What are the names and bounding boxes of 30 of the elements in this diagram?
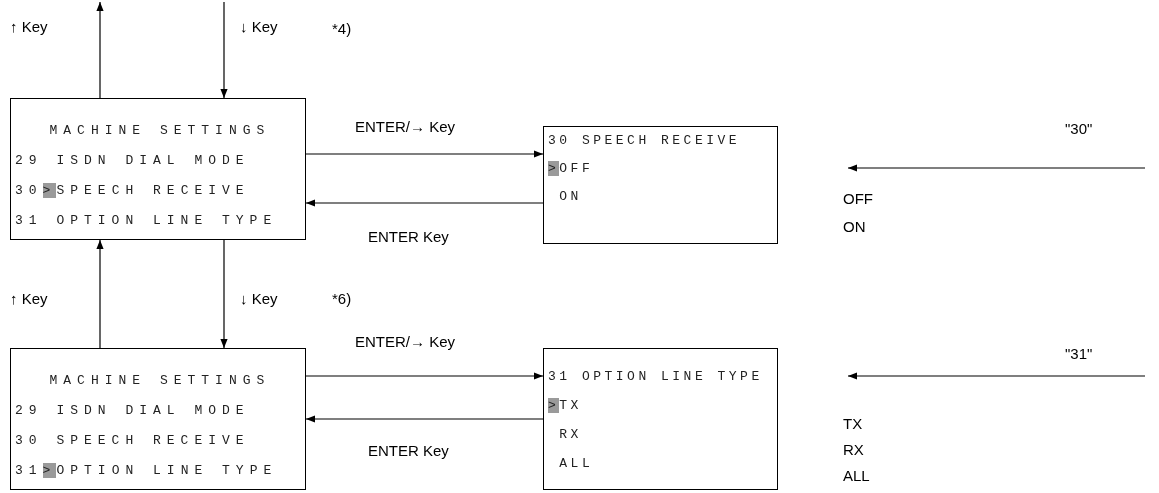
screen-text: 31 OPTION LINE TYPE [15, 213, 278, 228]
screen-text: RX [559, 427, 582, 442]
screen-text: 30>SPEECH RECEIVE [15, 183, 250, 198]
arrow [220, 239, 228, 349]
screen-text: 30 SPEECH RECEIVE [548, 133, 741, 148]
arrow [305, 150, 544, 158]
screen-text: 31 OPTION LINE TYPE [548, 369, 763, 384]
screen-text: 29 ISDN DIAL MODE [15, 153, 250, 168]
screen-text: 29 ISDN DIAL MODE [15, 403, 250, 418]
note-text: *4) [332, 20, 352, 38]
arrow [96, 239, 104, 349]
lcd-screen [10, 98, 306, 240]
arrow [305, 199, 544, 207]
lcd-screen [10, 348, 306, 490]
lcd-screen [543, 126, 778, 244]
screen-text: 30 SPEECH RECEIVE [15, 433, 250, 448]
arrow [96, 1, 104, 99]
edge-label: ENTER/→ Key [355, 118, 456, 136]
arrow [220, 1, 228, 99]
screen-text: ALL [559, 456, 594, 471]
screen-text: ON [559, 189, 582, 204]
screen-text: >OFF [548, 161, 594, 176]
arrow [305, 372, 544, 380]
note-text: *6) [332, 290, 352, 308]
screen-text: MACHINE SETTINGS [49, 123, 271, 138]
edge-label: ENTER/→ Key [355, 333, 456, 351]
screen-text: 31>OPTION LINE TYPE [15, 463, 278, 478]
screen-text: MACHINE SETTINGS [49, 373, 271, 388]
arrow [305, 415, 544, 423]
lcd-screen [543, 348, 778, 490]
